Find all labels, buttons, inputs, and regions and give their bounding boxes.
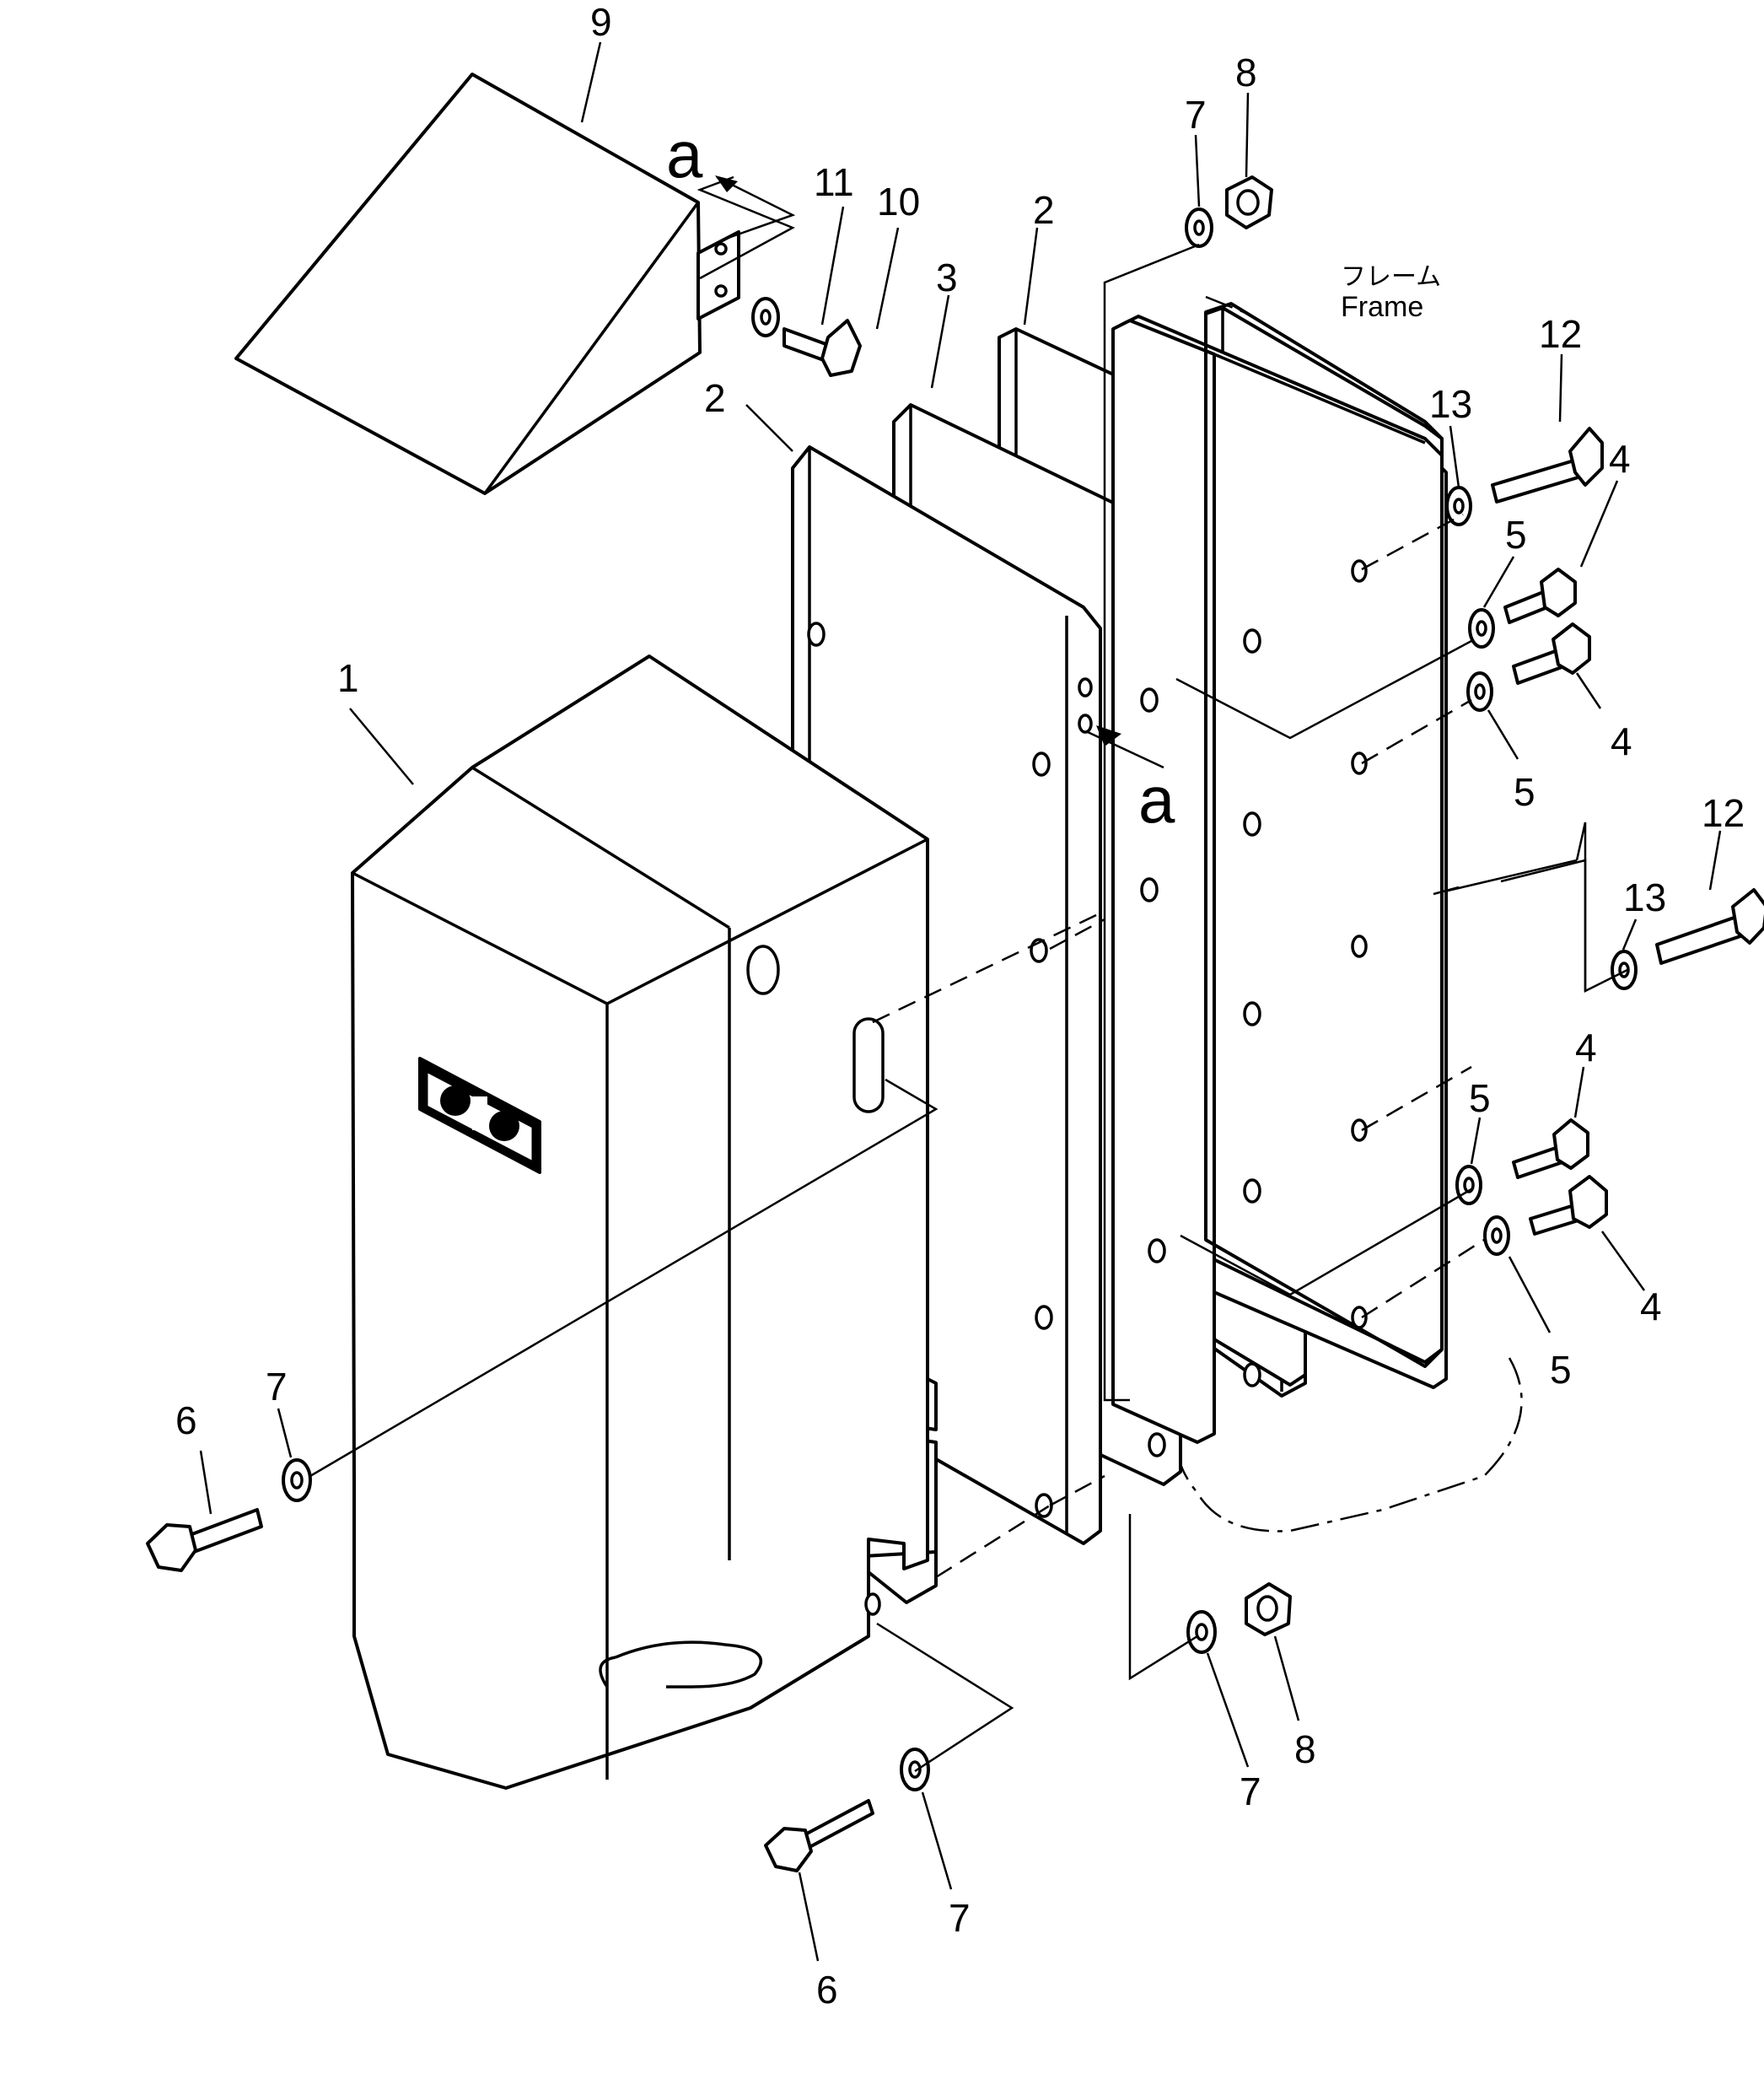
plate-rear-column bbox=[1111, 315, 1444, 1444]
guide-lines bbox=[309, 175, 1628, 1773]
callout-5-d: 5 bbox=[1550, 1348, 1572, 1392]
view-marker-middle: a bbox=[1138, 762, 1175, 837]
callout-10: 10 bbox=[877, 180, 920, 224]
nut-8-top bbox=[1225, 175, 1273, 229]
frame-label-japanese: フレーム bbox=[1341, 263, 1441, 291]
cover-slot bbox=[852, 1017, 885, 1113]
callout-2-front: 2 bbox=[704, 376, 726, 420]
bolt-4-c bbox=[1512, 1118, 1589, 1179]
callout-7-left: 7 bbox=[266, 1365, 288, 1409]
logo-emblem bbox=[418, 1057, 541, 1174]
callout-3: 3 bbox=[936, 256, 958, 299]
callout-11: 11 bbox=[814, 160, 854, 204]
callout-4-b: 4 bbox=[1611, 719, 1632, 763]
callout-4-a: 4 bbox=[1609, 437, 1631, 481]
callout-12-upper: 12 bbox=[1539, 312, 1582, 356]
callout-7-lower-right: 7 bbox=[1240, 1769, 1261, 1813]
bolt-6-left bbox=[146, 1508, 263, 1572]
bolt-4-b bbox=[1512, 622, 1591, 685]
leader-lines bbox=[199, 41, 1722, 1962]
callout-6-left: 6 bbox=[175, 1398, 197, 1442]
callout-4-c: 4 bbox=[1575, 1026, 1597, 1069]
callout-8-lower: 8 bbox=[1294, 1727, 1316, 1771]
callout-7-bottom: 7 bbox=[949, 1896, 971, 1940]
callout-5-a: 5 bbox=[1505, 513, 1527, 557]
callout-13-lower: 13 bbox=[1623, 875, 1666, 919]
callout-5-b: 5 bbox=[1514, 770, 1535, 814]
bolt-6-bottom bbox=[764, 1799, 874, 1872]
callout-7-top: 7 bbox=[1185, 93, 1207, 137]
bolt-12-lower bbox=[1655, 888, 1764, 965]
callout-8-top: 8 bbox=[1235, 51, 1257, 94]
bolt-4-a bbox=[1503, 568, 1577, 624]
cover-box-1 bbox=[351, 654, 929, 1790]
callout-6-bottom: 6 bbox=[816, 1968, 838, 2012]
callout-13-upper: 13 bbox=[1429, 382, 1472, 426]
plate-holes bbox=[807, 559, 1368, 1616]
view-marker-top: a bbox=[666, 117, 703, 191]
frame-label-english: Frame bbox=[1341, 291, 1423, 323]
cover-top-hole bbox=[746, 945, 780, 995]
callout-12-lower: 12 bbox=[1702, 791, 1745, 835]
bolt-12-upper bbox=[1491, 427, 1604, 504]
wedge-cover-9 bbox=[234, 73, 740, 495]
callout-9: 9 bbox=[590, 0, 612, 44]
bolt-10 bbox=[783, 319, 862, 377]
bolt-4-d bbox=[1529, 1175, 1608, 1236]
plate-right-tall bbox=[1204, 302, 1444, 1368]
view-arrow-middle bbox=[1087, 725, 1164, 769]
callout-5-c: 5 bbox=[1469, 1076, 1491, 1120]
callout-labels: 9 1 2 3 2 11 10 7 8 13 12 4 5 4 5 13 12 … bbox=[175, 0, 1745, 2012]
callout-1: 1 bbox=[337, 656, 359, 700]
nut-8-lower bbox=[1245, 1582, 1292, 1636]
callout-2-rear: 2 bbox=[1033, 188, 1055, 232]
callout-4-d: 4 bbox=[1640, 1285, 1662, 1328]
view-arrow-top bbox=[715, 175, 796, 242]
